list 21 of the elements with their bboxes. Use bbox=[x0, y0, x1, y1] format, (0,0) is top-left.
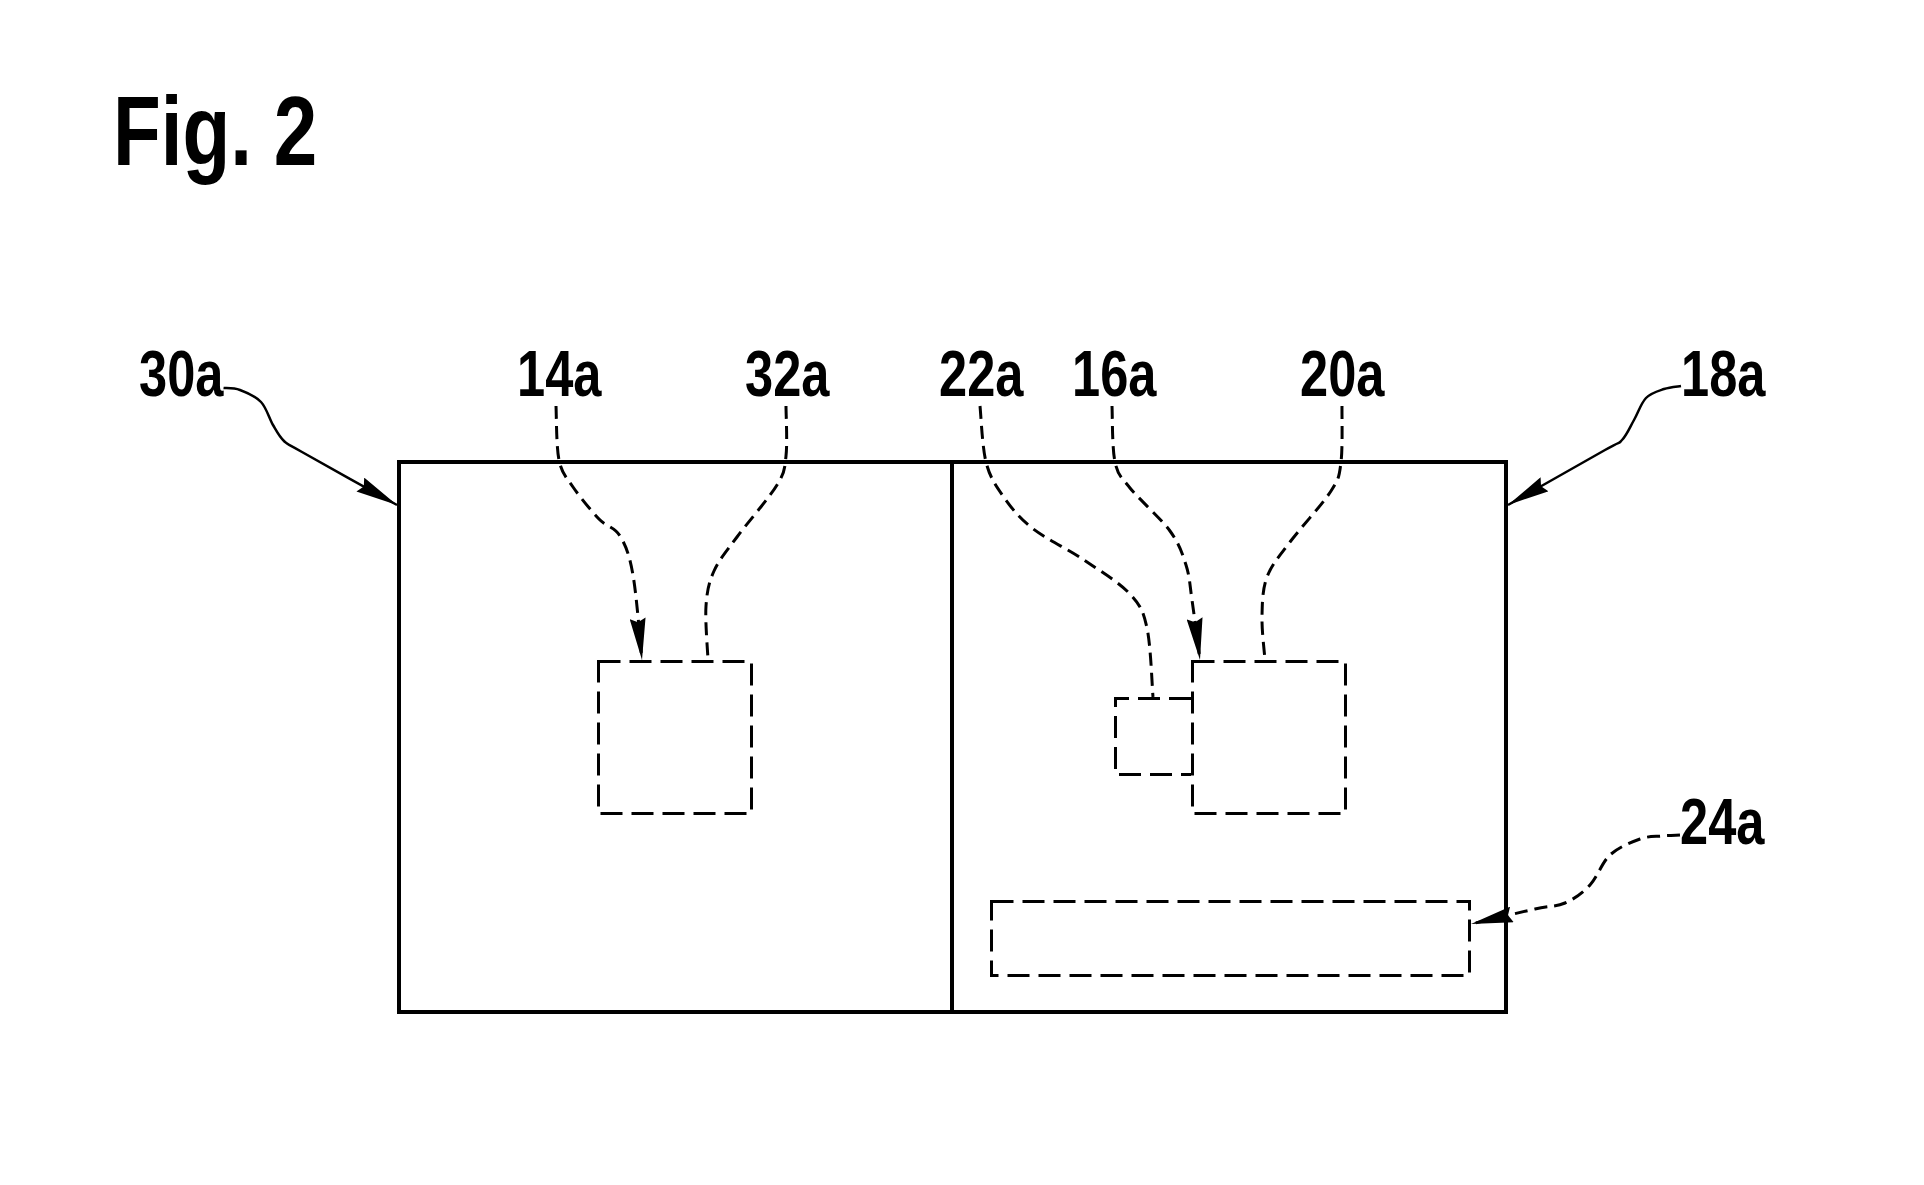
housing-outline bbox=[954, 460, 1508, 1014]
reference-numeral: 32a bbox=[745, 342, 830, 406]
leader-arrow bbox=[1507, 384, 1682, 507]
leader-arrow bbox=[1470, 833, 1681, 926]
reference-numeral: 18a bbox=[1681, 342, 1766, 406]
leader-arrow bbox=[554, 405, 646, 661]
leader-arrow bbox=[223, 386, 398, 507]
reference-numeral: 16a bbox=[1072, 342, 1157, 406]
dashed-component-outline bbox=[597, 660, 753, 815]
leader-line bbox=[978, 405, 1155, 698]
dashed-component-outline bbox=[1191, 660, 1347, 815]
leader-arrow bbox=[1110, 405, 1203, 661]
reference-numeral: 22a bbox=[939, 342, 1024, 406]
figure-title: Fig. 2 bbox=[113, 74, 318, 188]
housing-outline bbox=[397, 460, 954, 1014]
dashed-component-outline bbox=[1114, 697, 1191, 776]
reference-numeral: 30a bbox=[139, 342, 224, 406]
reference-numeral: 24a bbox=[1680, 790, 1765, 854]
reference-numeral: 14a bbox=[517, 342, 602, 406]
reference-numeral: 20a bbox=[1300, 342, 1385, 406]
dashed-strip-outline bbox=[990, 900, 1471, 977]
